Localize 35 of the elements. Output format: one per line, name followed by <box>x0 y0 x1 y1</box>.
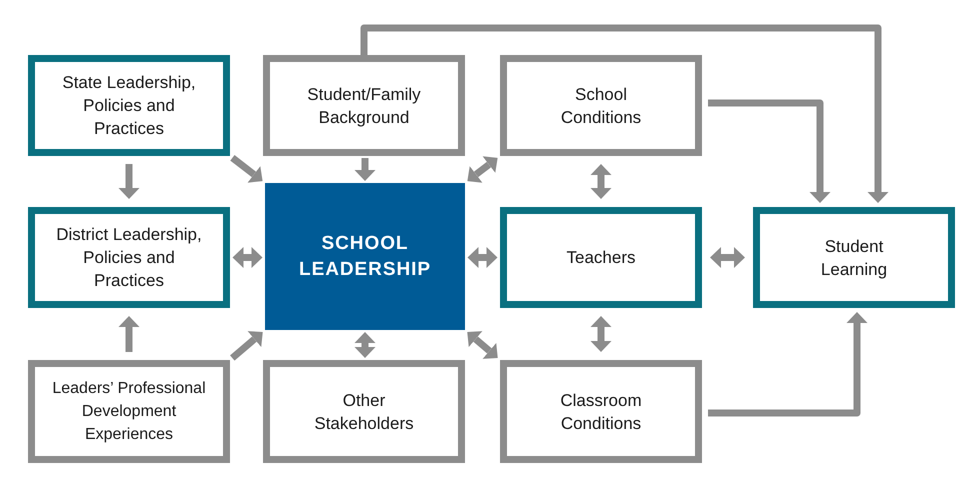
arrow <box>232 247 262 268</box>
arrow <box>354 158 376 181</box>
arrow <box>467 331 498 359</box>
box-label: Leaders’ Professional Development Experiences <box>51 379 207 445</box>
box-label: Student/Family Background <box>306 84 422 128</box>
arrow <box>354 332 376 358</box>
arrow <box>590 164 612 199</box>
arrow <box>230 331 263 361</box>
box-label: Other Stakeholders <box>313 390 415 434</box>
box-label: Student Learning <box>820 236 888 280</box>
process-box <box>753 207 955 308</box>
arrow <box>467 156 498 183</box>
process-box <box>28 55 230 156</box>
box-label: Classroom Conditions <box>559 390 643 434</box>
process-box <box>28 207 230 308</box>
arrow <box>708 312 868 416</box>
process-box <box>263 360 465 463</box>
process-box <box>500 360 702 463</box>
arrow <box>118 164 140 199</box>
box-label: SCHOOL LEADERSHIP <box>298 232 432 282</box>
process-box <box>500 55 702 156</box>
arrow <box>118 316 140 352</box>
central-box <box>265 183 465 330</box>
box-label: District Leadership, Policies and Practices <box>55 224 203 292</box>
arrow <box>708 100 830 203</box>
arrow <box>710 247 745 268</box>
box-label: Teachers <box>566 247 636 269</box>
process-box <box>500 207 702 308</box>
arrow <box>468 247 498 268</box>
arrow <box>230 155 263 183</box>
arrow <box>590 316 612 352</box>
box-label: School Conditions <box>560 84 642 128</box>
box-label: State Leadership, Policies and Practices <box>61 72 197 140</box>
process-box <box>28 360 230 463</box>
process-box <box>263 55 465 156</box>
